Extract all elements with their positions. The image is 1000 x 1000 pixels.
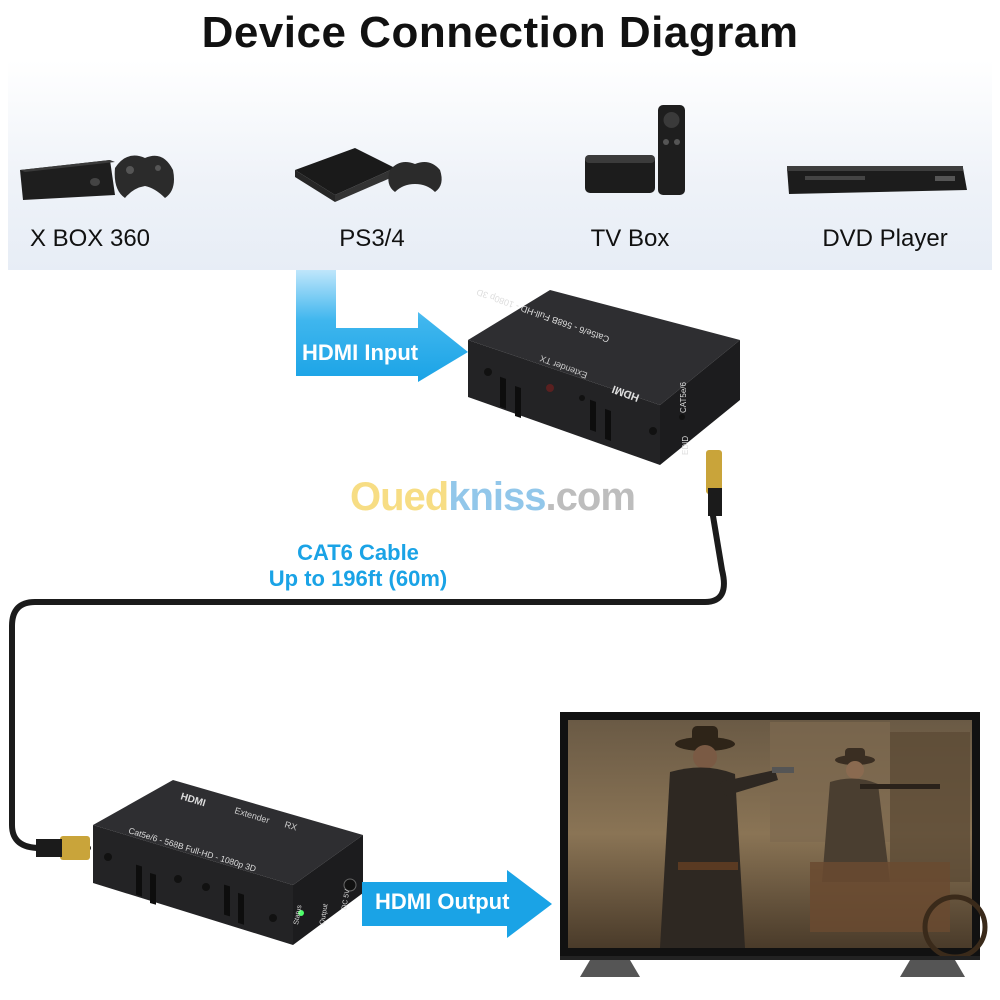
transmitter-port-label: CAT5e/6 [679,381,688,413]
tv-box-icon [585,105,685,195]
tv-stand-right [900,960,965,977]
cable-title: CAT6 Cable [297,540,419,565]
source-label-ps: PS3/4 [339,225,405,252]
status-led-icon [298,910,304,916]
xbox-console-icon [20,155,174,200]
source-devices-panel [8,60,992,270]
page-title: Device Connection Diagram [201,8,799,57]
watermark: Ouedkniss.com [350,475,636,520]
cowboy-figure-right [822,748,940,882]
receiver-dc-label: DC 5V [341,889,352,911]
hdmi-input-label: HDMI Input [302,340,419,365]
watermark-part2: kniss [448,475,546,519]
transmitter-unit: Cat5e/6 - 568B Full-HD - 1080p 3D HDMI E… [468,287,740,465]
cable-length: Up to 196ft (60m) [268,566,448,591]
receiver-status-label: Status [293,904,303,925]
source-label-dvd: DVD Player [822,225,948,252]
source-label-xbox: X BOX 360 [29,225,151,252]
transmitter-tx-text: TX [538,353,552,366]
watermark-part3: .com [545,475,636,519]
hdmi-input-arrow [296,270,468,382]
receiver-rj45-plug [60,836,90,860]
receiver-output-label: Output [319,903,330,925]
hdmi-output-arrow [362,870,552,938]
transmitter-edid-label: EDID [681,436,690,455]
watermark-part1: Oued [350,475,449,519]
hdmi-output-label: HDMI Output [375,889,510,914]
receiver-rx-text: RX [283,819,298,832]
tv-stand-left [580,960,640,977]
receiver-unit: HDMI Extender RX Cat5e/6 - 568B Full-HD … [93,780,363,945]
tv-display [560,712,988,977]
cowboy-figure-left [660,726,794,948]
transmitter-rj45-plug [706,450,722,494]
cat6-cable [9,450,727,860]
dvd-player-icon [787,166,967,194]
playstation-console-icon [295,148,442,202]
source-label-tvbox: TV Box [590,225,670,252]
